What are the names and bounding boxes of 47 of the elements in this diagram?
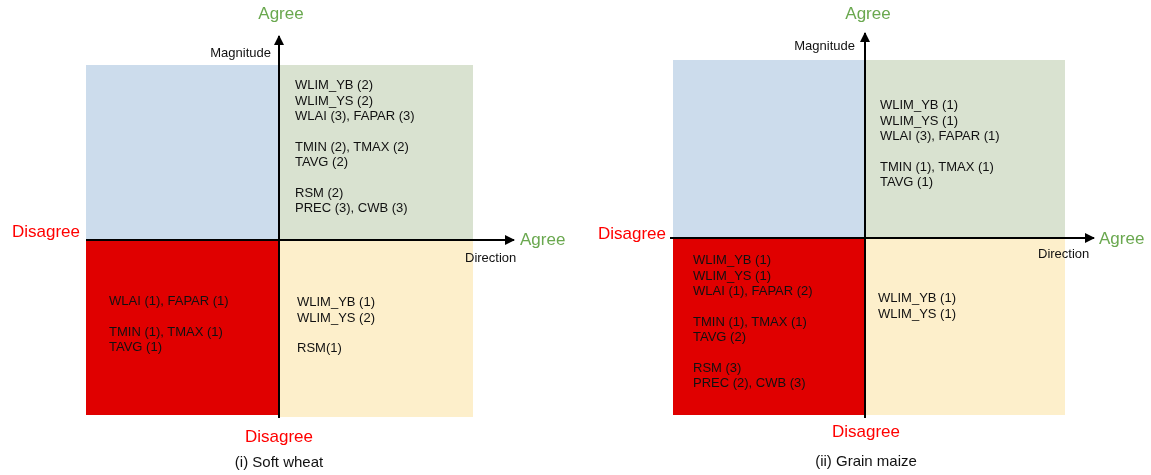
panel-caption: (ii) Grain maize	[815, 452, 917, 469]
axis-end-label: Disagree	[832, 422, 900, 442]
variable-label: WLIM_YB (1)	[297, 294, 375, 310]
variable-label: WLAI (3), FAPAR (1)	[880, 128, 1000, 144]
variable-label: TAVG (1)	[109, 339, 162, 355]
variable-label: WLIM_YS (2)	[297, 309, 375, 326]
variable-label: WLIM_YS (2)	[295, 92, 373, 109]
variable-label: RSM (2)	[295, 184, 344, 201]
variable-label: TMIN (1), TMAX (1)	[109, 323, 223, 340]
variable-label: PREC (2), CWB (3)	[693, 375, 806, 391]
variable-label: WLAI (1), FAPAR (1)	[109, 293, 229, 309]
axis-end-label: Agree	[1099, 229, 1145, 249]
axis-end-label: Agree	[520, 230, 566, 250]
quadrant-panel	[673, 238, 865, 415]
variable-label: WLIM_YS (1)	[878, 305, 956, 322]
axis-title: Direction	[465, 250, 517, 265]
variable-label: WLIM_YS (1)	[693, 267, 771, 284]
variable-label: TAVG (2)	[295, 154, 348, 170]
variable-label: WLAI (3), FAPAR (3)	[295, 108, 415, 124]
variable-label: TMIN (1), TMAX (1)	[880, 158, 994, 175]
variable-label: RSM(1)	[297, 340, 342, 356]
quadrant-panel	[279, 65, 473, 240]
variable-label: TAVG (2)	[693, 329, 746, 345]
axis-title: Magnitude	[794, 38, 855, 53]
axis-end-label: Agree	[258, 4, 304, 24]
variable-label: TMIN (1), TMAX (1)	[693, 313, 807, 330]
quadrant-panel	[86, 240, 279, 415]
variable-label: WLIM_YB (2)	[295, 77, 373, 93]
variable-label: PREC (3), CWB (3)	[295, 200, 408, 216]
quadrant-panel	[673, 60, 865, 238]
quadrant-panel	[86, 65, 279, 240]
axis-end-label: Disagree	[597, 224, 666, 244]
variable-label: WLIM_YB (1)	[693, 252, 771, 268]
axis-end-label: Disagree	[245, 427, 313, 447]
axis-title: Direction	[1038, 246, 1090, 261]
axis-end-label: Agree	[845, 4, 891, 24]
variable-label: RSM (3)	[693, 359, 742, 376]
axis-end-label: Disagree	[11, 222, 80, 242]
variable-label: WLIM_YS (1)	[880, 112, 958, 129]
quadrant-panel	[865, 60, 1065, 238]
variable-label: WLIM_YB (1)	[880, 97, 958, 113]
axis-title: Magnitude	[210, 45, 271, 60]
variable-label: WLIM_YB (1)	[878, 290, 956, 306]
variable-label: WLAI (1), FAPAR (2)	[693, 283, 813, 299]
variable-label: TMIN (2), TMAX (2)	[295, 138, 409, 155]
panel-caption: (i) Soft wheat	[234, 453, 324, 470]
variable-label: TAVG (1)	[880, 174, 933, 190]
